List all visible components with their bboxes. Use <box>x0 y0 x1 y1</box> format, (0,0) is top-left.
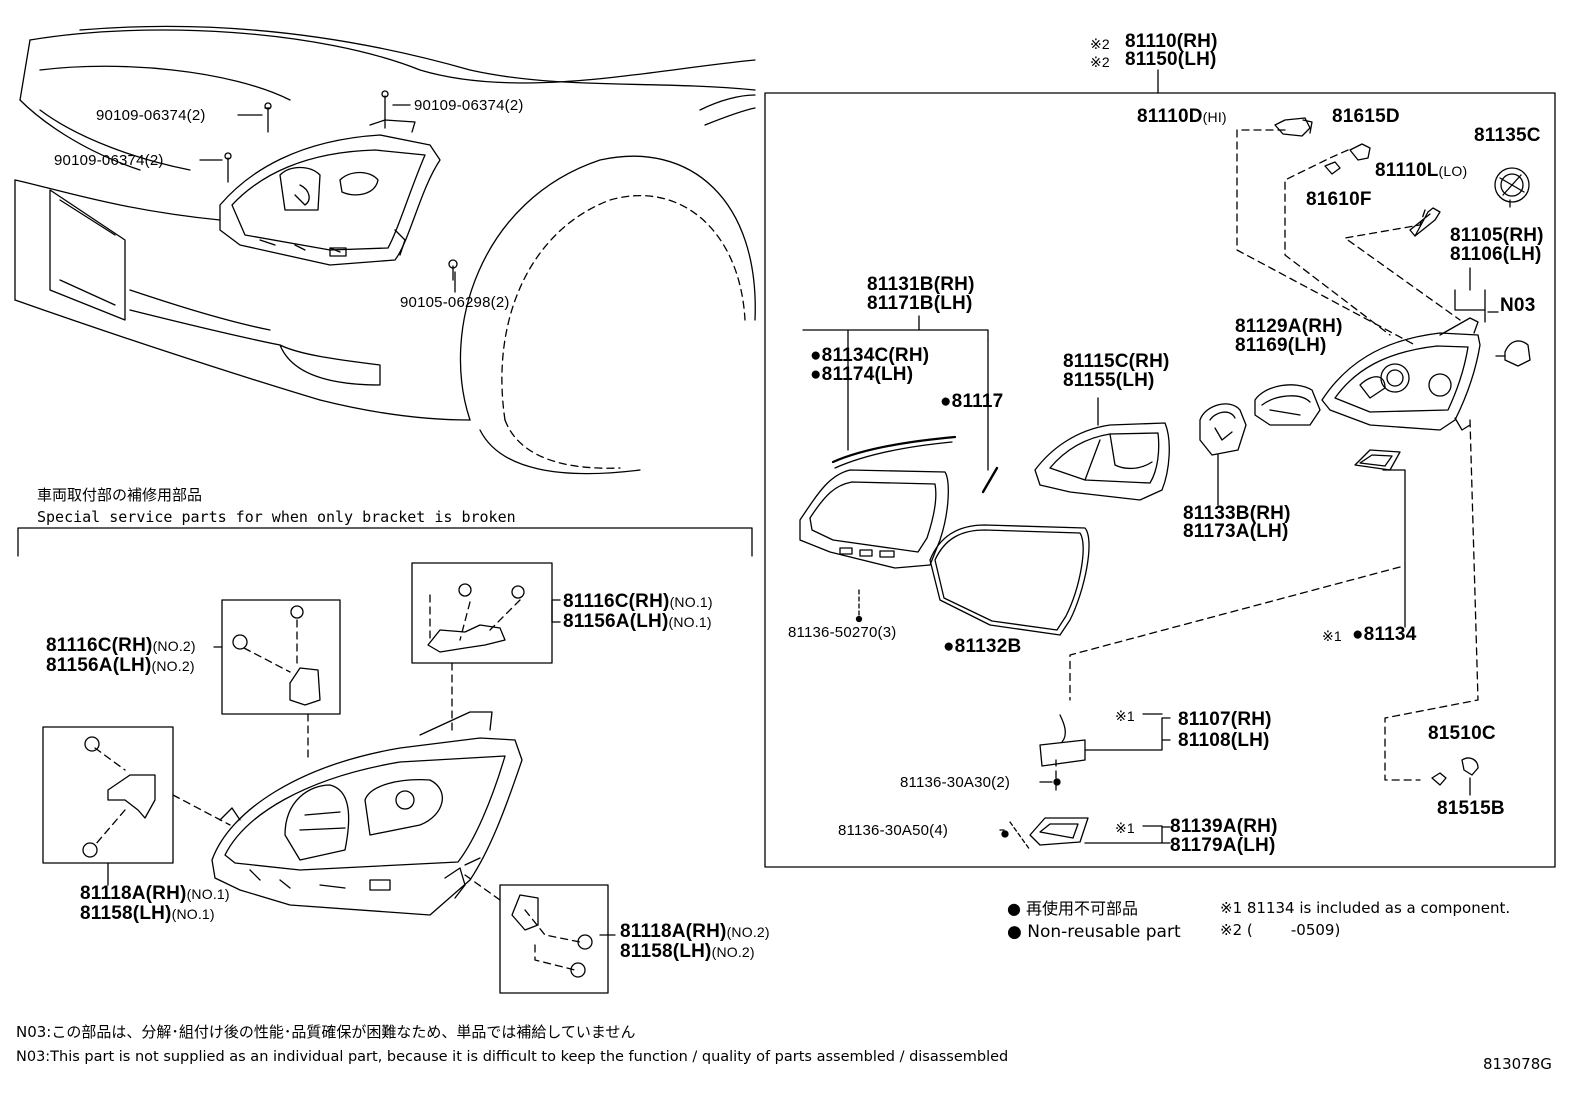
part-label-81515b: 81515B <box>1437 798 1505 819</box>
bracket-box-no2-upper <box>221 599 341 715</box>
legend-nonreuse-en: ● Non-reusable part <box>1007 922 1181 942</box>
part-label-81158-no1: 81158(LH)(NO.1) <box>80 903 215 924</box>
part-label-81117: ●81117 <box>940 391 1004 412</box>
part-label-81174-lh: ●81174(LH) <box>810 364 914 385</box>
part-label-81136-30a50: 81136-30A50(4) <box>838 822 949 839</box>
part-label-81150-lh: 81150(LH) <box>1125 49 1217 70</box>
part-label-81169-lh: 81169(LH) <box>1235 335 1327 356</box>
service-headlamp-drawing <box>211 711 523 916</box>
note-mark-2b: ※2 <box>1090 54 1110 70</box>
part-label-81155-lh: 81155(LH) <box>1063 370 1155 391</box>
part-label-81107-rh: 81107(RH) <box>1178 709 1272 730</box>
part-label-81136-30a30: 81136-30A30(2) <box>900 774 1011 791</box>
part-label-81171b-lh: 81171B(LH) <box>867 293 973 314</box>
part-label-n03: N03 <box>1500 295 1536 316</box>
footnote-n03-en: N03:This part is not supplied as an indi… <box>16 1049 1009 1065</box>
part-label-81110l: 81110L(LO) <box>1375 160 1468 181</box>
part-label-81135c: 81135C <box>1474 125 1541 146</box>
part-label-90109-a: 90109-06374(2) <box>96 107 206 124</box>
shade-drawing <box>1199 403 1247 456</box>
part-label-81110-rh: 81110(RH) <box>1125 31 1218 52</box>
note-mark-1-81139: ※1 <box>1115 820 1135 836</box>
service-title-en: Special service parts for when only brac… <box>37 508 516 526</box>
headlamp-housing-drawing <box>1321 317 1481 431</box>
part-label-81115c-rh: 81115C(RH) <box>1063 351 1170 372</box>
part-label-81116c-no1: 81116C(RH)(NO.1) <box>563 591 713 612</box>
part-label-81136-50270: 81136-50270(3) <box>788 624 897 641</box>
footnote-n03-jp: N03:この部品は、分解･組付け後の性能･品質確保が困難なため、単品では補給して… <box>16 1023 636 1041</box>
part-label-81118a-no1: 81118A(RH)(NO.1) <box>80 883 230 904</box>
part-label-81139a-rh: 81139A(RH) <box>1170 816 1278 837</box>
note-mark-2a: ※2 <box>1090 36 1110 52</box>
part-label-81129a-rh: 81129A(RH) <box>1235 316 1343 337</box>
main-assembly-box <box>764 92 1556 868</box>
legend-note-1: ※1 81134 is included as a component. <box>1220 899 1511 917</box>
part-label-81133b-rh: 81133B(RH) <box>1183 503 1291 524</box>
part-label-81110d: 81110D(HI) <box>1137 106 1227 127</box>
part-label-81134c-rh: ●81134C(RH) <box>810 345 930 366</box>
note-mark-1-81107: ※1 <box>1115 708 1135 724</box>
lens-frame-drawing <box>799 469 949 569</box>
part-label-81131b-rh: 81131B(RH) <box>867 274 975 295</box>
part-label-81156a-no1: 81156A(LH)(NO.1) <box>563 611 712 632</box>
service-title-jp: 車両取付部の補修用部品 <box>37 486 203 504</box>
bracket-box-no2-lower <box>499 884 609 994</box>
part-label-81134: ●81134 <box>1352 624 1417 645</box>
part-label-81116c-no2: 81116C(RH)(NO.2) <box>46 635 196 656</box>
part-label-81173a-lh: 81173A(LH) <box>1183 521 1289 542</box>
service-section-bracket <box>17 527 753 557</box>
legend-note-2: ※2 ( -0509) <box>1220 921 1341 939</box>
part-label-90109-b: 90109-06374(2) <box>414 97 524 114</box>
part-label-81179a-lh: 81179A(LH) <box>1170 835 1276 856</box>
part-label-81610f: 81610F <box>1306 189 1372 210</box>
car-front-illustration <box>14 25 756 475</box>
part-label-90105: 90105-06298(2) <box>400 294 510 311</box>
part-label-81118a-no2: 81118A(RH)(NO.2) <box>620 921 770 942</box>
diagram-id: 813078G <box>1483 1055 1552 1073</box>
part-label-81156a-no2: 81156A(LH)(NO.2) <box>46 655 195 676</box>
cover-drawing <box>1254 384 1321 426</box>
part-label-81132b: ●81132B <box>943 636 1022 657</box>
note-mark-1-81134: ※1 <box>1322 628 1342 644</box>
part-label-81106-lh: 81106(LH) <box>1450 244 1542 265</box>
part-label-81158-no2: 81158(LH)(NO.2) <box>620 941 755 962</box>
part-label-81510c: 81510C <box>1428 723 1496 744</box>
reflector-drawing <box>1034 422 1170 501</box>
part-label-90109-c: 90109-06374(2) <box>54 152 164 169</box>
legend-nonreuse-jp: ● 再使用不可部品 <box>1007 899 1139 918</box>
part-label-81108-lh: 81108(LH) <box>1178 730 1270 751</box>
part-label-81105-rh: 81105(RH) <box>1450 225 1544 246</box>
part-label-81615d: 81615D <box>1332 106 1400 127</box>
